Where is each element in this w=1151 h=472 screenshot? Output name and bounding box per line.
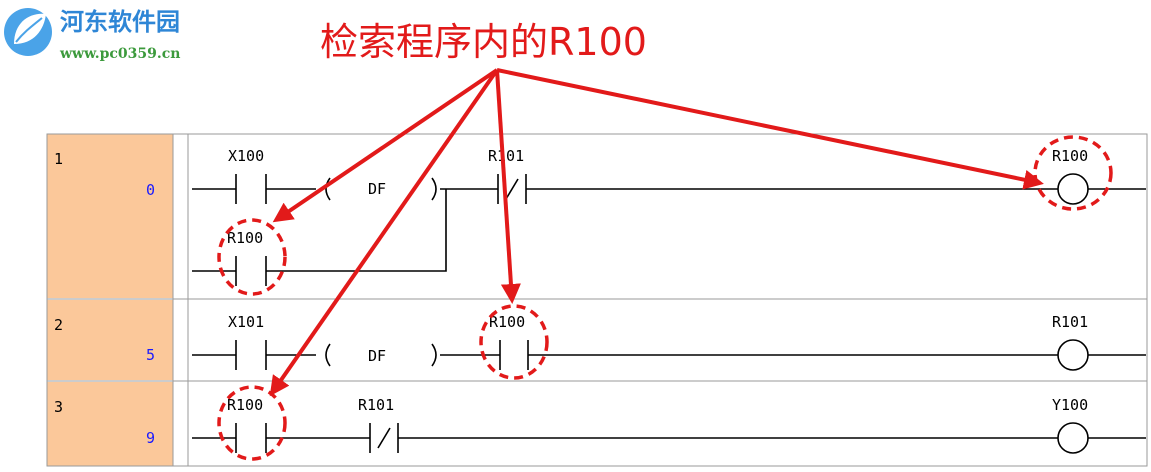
label-r101: R101 <box>488 147 524 165</box>
highlight-branch-r100 <box>217 218 287 296</box>
arrow-to-rung2-r100 <box>495 69 521 304</box>
label-coil-r101: R101 <box>1052 313 1088 331</box>
leaf-logo-icon <box>4 8 52 56</box>
contact-x101[interactable] <box>235 340 267 370</box>
rung-2-number: 2 <box>54 316 63 334</box>
rung-3-step: 9 <box>146 429 155 447</box>
label-coil-y100: Y100 <box>1052 396 1088 414</box>
rung-2-header[interactable] <box>47 300 173 380</box>
label-branch-r100: R100 <box>227 229 263 247</box>
coil-y100[interactable] <box>1057 422 1089 454</box>
label-df-1: DF <box>368 180 386 198</box>
arrow-to-branch-r100 <box>272 68 499 223</box>
rung-2-step: 5 <box>146 346 155 364</box>
headline: 检索程序内的R100 <box>320 20 647 64</box>
label-x100: X100 <box>228 147 264 165</box>
label-r3-r101: R101 <box>358 396 394 414</box>
df-close-paren <box>431 177 437 201</box>
watermark: 河东软件园 www.pc0359.cn <box>4 7 180 62</box>
rung-3-number: 3 <box>54 398 63 416</box>
df2-open-paren <box>325 343 331 367</box>
rung-3-header[interactable] <box>47 382 173 466</box>
df-open-paren <box>325 177 331 201</box>
contact-r100-branch[interactable] <box>235 256 267 286</box>
df2-close-paren <box>431 343 437 367</box>
rung-1-step: 0 <box>146 181 155 199</box>
arrow-to-coil-r100 <box>496 68 1044 190</box>
contact-x100[interactable] <box>235 174 267 204</box>
label-x101: X101 <box>228 313 264 331</box>
rung-1-number: 1 <box>54 150 63 168</box>
label-r3-r100: R100 <box>227 396 263 414</box>
coil-r101[interactable] <box>1057 339 1089 371</box>
contact-r100-rung3[interactable] <box>235 423 267 453</box>
annotation-arrows <box>269 68 1044 397</box>
highlight-rung3-r100 <box>217 385 287 461</box>
highlight-rung2-r100 <box>479 304 549 380</box>
rung-1-header[interactable] <box>47 134 173 298</box>
watermark-title: 河东软件园 <box>60 7 180 36</box>
contact-nc-r101-rung3[interactable] <box>369 423 399 453</box>
label-r2-r100: R100 <box>489 313 525 331</box>
arrow-to-rung3-r100 <box>269 68 499 397</box>
watermark-url: www.pc0359.cn <box>59 46 180 62</box>
ladder-grid <box>46 133 1148 467</box>
rung-3: R100 R101 Y100 <box>192 396 1146 454</box>
label-coil-r100: R100 <box>1052 147 1088 165</box>
rung-1: X100 DF R101 R100 R100 <box>192 147 1146 286</box>
rung-2: X101 DF R100 R101 <box>192 313 1146 371</box>
coil-r100[interactable] <box>1057 173 1089 205</box>
label-df-2: DF <box>368 347 386 365</box>
contact-nc-r101[interactable] <box>497 174 527 204</box>
contact-r100-rung2[interactable] <box>499 340 529 370</box>
highlight-coil-r100 <box>1033 135 1113 211</box>
